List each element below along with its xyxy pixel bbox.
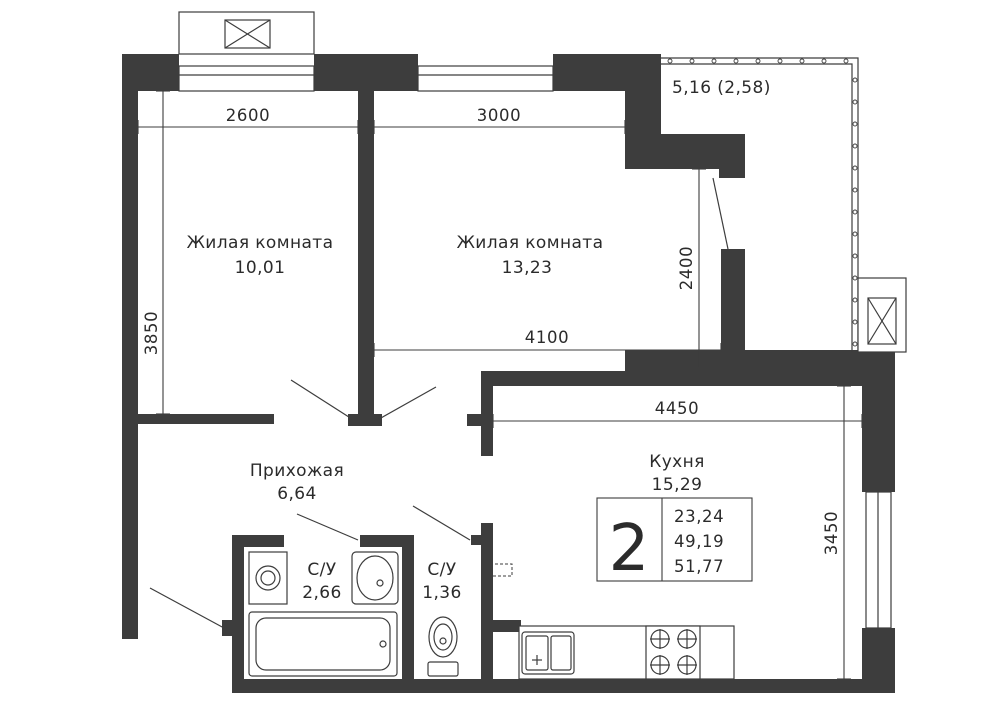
railing-post [852, 187, 858, 193]
railing-post [667, 58, 673, 64]
railing-post [799, 58, 805, 64]
railing-post [852, 297, 858, 303]
railing-post [755, 58, 761, 64]
labels: Жилая комната 10,01 Жилая комната 13,23 … [142, 78, 841, 603]
dim-room2-inner: 4100 [525, 328, 569, 347]
useful-area: 49,19 [674, 532, 724, 551]
railing-post [777, 58, 783, 64]
dim-kitchen-depth: 3450 [822, 511, 841, 555]
area-summary-box: 2 23,24 49,19 51,77 [596, 497, 753, 586]
railing-post [711, 58, 717, 64]
room2-area: 13,23 [502, 258, 553, 278]
railing-post [852, 231, 858, 237]
hall-name: Прихожая [250, 461, 344, 481]
balcony [661, 57, 907, 353]
kitchen-area: 15,29 [652, 475, 703, 495]
balcony-area: 5,16 (2,58) [672, 78, 771, 98]
railing-post [843, 58, 849, 64]
dim-room1-width: 2600 [226, 106, 270, 125]
washbasin [351, 551, 399, 605]
rooms-count: 2 [609, 512, 650, 586]
bath1-name: С/У [307, 560, 336, 580]
dim-room1-depth: 3850 [142, 311, 161, 355]
railing-post [821, 58, 827, 64]
kitchen-counter [518, 625, 735, 680]
bath1-area: 2,66 [302, 583, 341, 603]
railing-post [852, 121, 858, 127]
room1-area: 10,01 [235, 258, 286, 278]
vent-box-top [178, 11, 315, 55]
railing-post [689, 58, 695, 64]
dim-room2-depth: 2400 [677, 246, 696, 290]
railing-post [852, 253, 858, 259]
bathtub [248, 611, 398, 677]
dim-room2-width: 3000 [477, 106, 521, 125]
railing-post [852, 341, 858, 347]
vent-shaft [489, 563, 513, 577]
railing-post [852, 99, 858, 105]
walls [122, 54, 895, 693]
toilet [427, 616, 459, 677]
railing-post [852, 77, 858, 83]
railing-post [852, 165, 858, 171]
bath2-name: С/У [427, 560, 456, 580]
room2-name: Жилая комната [457, 233, 604, 253]
kitchen-name: Кухня [649, 452, 705, 472]
total-area: 51,77 [674, 557, 724, 576]
railing-post [852, 143, 858, 149]
room1-name: Жилая комната [187, 233, 334, 253]
railing-post [852, 275, 858, 281]
washing-machine [248, 551, 288, 605]
dimension-lines [137, 90, 863, 680]
railing-post [733, 58, 739, 64]
door-swings [149, 379, 471, 629]
bath2-area: 1,36 [422, 583, 461, 603]
railing-post [852, 319, 858, 325]
living-area: 23,24 [674, 507, 724, 526]
railing-post [852, 209, 858, 215]
hall-area: 6,64 [277, 484, 316, 504]
dim-kitchen-width: 4450 [655, 399, 699, 418]
